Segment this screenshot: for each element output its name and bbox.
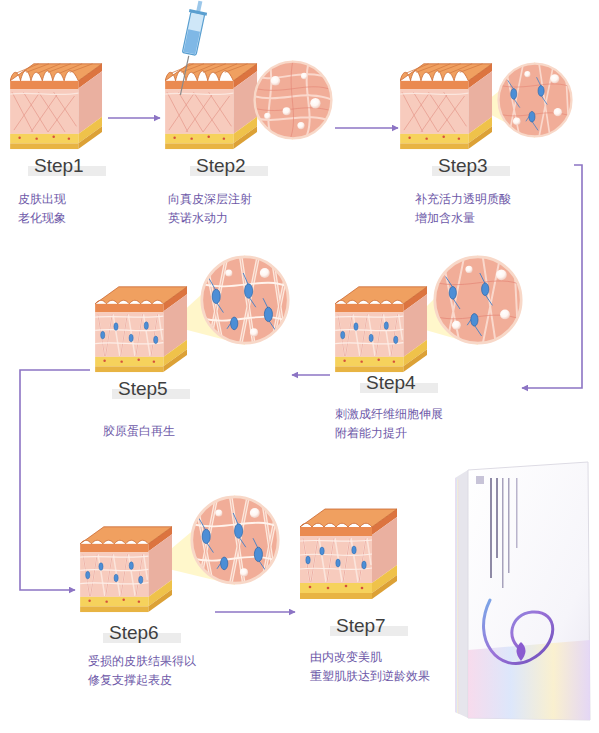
- skin-cube: [335, 287, 427, 372]
- step-description: 刺激成纤维细胞伸展 附着能力提升: [335, 405, 470, 443]
- step-node: Step3 补充活力透明质酸 增加含水量: [398, 55, 574, 225]
- zoom-circle: [190, 495, 280, 585]
- box-side: [455, 470, 468, 718]
- step-node: Step7 由内改变美肌 重塑肌肤达到逆龄效果: [295, 505, 445, 695]
- step-node: Step4 刺激成纤维细胞伸展 附着能力提升: [330, 250, 522, 440]
- product-box: [455, 462, 590, 720]
- flow-arrow: [292, 374, 330, 376]
- box-iridescent: [468, 640, 590, 720]
- zoom-circle: [497, 62, 573, 138]
- box-print: [508, 478, 510, 573]
- step-label: Step3: [432, 155, 510, 177]
- flow-arrow: [20, 370, 90, 590]
- box-ribbon: [484, 600, 553, 664]
- step-description: 由内改变美肌 重塑肌肤达到逆龄效果: [310, 648, 445, 686]
- flow-arrow: [108, 117, 160, 119]
- syringe: [172, 0, 210, 97]
- box-print: [496, 478, 498, 558]
- box-print: [490, 478, 492, 578]
- step-label: Step5: [112, 378, 190, 400]
- step-node: Step1 皮肤出现 老化现象: [8, 55, 108, 225]
- box-print: [516, 478, 518, 548]
- box-logo: [476, 476, 484, 484]
- zoom-circle: [433, 255, 523, 345]
- step-description: 受损的皮肤结果得以 修复支撑起表皮: [88, 652, 213, 690]
- flow-arrow: [215, 611, 295, 613]
- step-description: 向真皮深层注射 英诺水动力: [168, 190, 278, 228]
- syringe-barrel: [182, 11, 204, 55]
- box-print: [502, 478, 504, 588]
- syringe-flange: [189, 9, 207, 16]
- step-node: Step2 向真皮深层注射 英诺水动力: [160, 55, 335, 225]
- zoom-circle: [253, 60, 333, 140]
- step-label: Step4: [360, 372, 438, 394]
- step-label: Step7: [330, 615, 408, 637]
- skin-cube: [165, 64, 257, 149]
- skin-cube: [300, 509, 397, 599]
- syringe-liquid: [184, 29, 201, 54]
- step-node: Step5 胶原蛋白再生: [90, 250, 292, 440]
- step-description: 胶原蛋白再生: [103, 422, 223, 441]
- box-edge: [455, 478, 459, 714]
- zoom-circle: [200, 255, 290, 345]
- step-description: 补充活力透明质酸 增加含水量: [415, 190, 535, 228]
- box-front: [468, 462, 590, 720]
- box-drop: [517, 642, 526, 661]
- syringe-needle: [180, 56, 188, 95]
- skin-cube: [10, 64, 102, 149]
- skin-cube: [95, 287, 187, 372]
- flow-arrow: [335, 127, 398, 129]
- step-node: Step6 受损的皮肤结果得以 修复支撑起表皮: [75, 490, 215, 690]
- step-label: Step1: [28, 155, 106, 177]
- step-label: Step2: [190, 155, 268, 177]
- flow-arrow: [522, 165, 582, 388]
- skin-cube: [80, 527, 172, 612]
- step-label: Step6: [103, 622, 181, 644]
- skin-cube: [400, 64, 492, 149]
- step-description: 皮肤出现 老化现象: [18, 190, 102, 228]
